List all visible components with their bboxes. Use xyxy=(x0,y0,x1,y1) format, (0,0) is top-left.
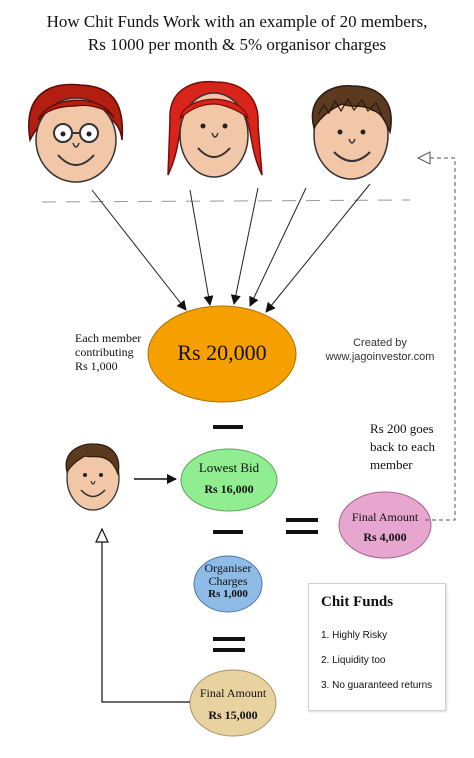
back-note-line-3: member xyxy=(370,457,413,472)
face-red-hair-woman-icon xyxy=(167,80,263,178)
legend-title: Chit Funds xyxy=(321,594,394,610)
organiser-label: Organiser Charges xyxy=(194,562,262,588)
minus-sign-2 xyxy=(213,530,243,534)
final-amount-right-ellipse xyxy=(338,491,432,559)
credit-line-2: www.jagoinvestor.com xyxy=(325,351,435,363)
pool-amount: Rs 20,000 xyxy=(177,340,267,365)
final-amount-right-value: Rs 4,000 xyxy=(363,530,407,544)
lowest-bid-label: Lowest Bid xyxy=(198,460,260,475)
organiser-charges-ellipse xyxy=(193,555,263,613)
equals-sign-2-top xyxy=(213,637,245,641)
organiser-value: Rs 1,000 xyxy=(208,588,248,600)
final-amount-bottom-value: Rs 15,000 xyxy=(208,708,258,722)
face-red-curly-glasses-icon xyxy=(28,83,124,183)
face-brown-hair-man-icon xyxy=(311,85,392,180)
equals-sign-1-top xyxy=(286,518,318,522)
final-amount-right-label: Final Amount xyxy=(351,510,419,524)
title-line-2: Rs 1000 per month & 5% organisor charges xyxy=(87,35,387,54)
organiser-line-1: Organiser xyxy=(204,561,252,575)
lowest-bid-value: Rs 16,000 xyxy=(204,482,254,496)
credit-line-1: Created by xyxy=(353,337,407,349)
face-brown-hair-winner-icon xyxy=(65,443,120,511)
legend-item-3: 3. No guaranteed returns xyxy=(321,680,433,691)
legend-item-1: 1. Highly Risky xyxy=(321,630,388,641)
equals-sign-1-bottom xyxy=(286,530,318,534)
final-amount-bottom-ellipse xyxy=(189,669,277,737)
return-dashed-arrow xyxy=(425,157,456,521)
return-arrow-head xyxy=(416,151,431,165)
credit-note: Created by www.jagoinvestor.com xyxy=(318,336,442,364)
title-line-1: How Chit Funds Work with an example of 2… xyxy=(46,12,428,31)
member-contribution-note: Each member contributing Rs 1,000 xyxy=(75,331,141,373)
legend-item-2: 2. Liquidity too xyxy=(321,655,386,666)
lowest-bid-ellipse xyxy=(180,448,278,512)
pool-ellipse xyxy=(147,305,297,403)
back-note-line-2: back to each xyxy=(370,439,435,454)
member-note-line-2: contributing xyxy=(75,345,134,359)
members-separator-line xyxy=(41,199,411,203)
chit-funds-legend: Chit Funds 1. Highly Risky 2. Liquidity … xyxy=(308,583,446,711)
back-to-member-note: Rs 200 goes back to each member xyxy=(370,420,435,474)
minus-sign-1 xyxy=(213,425,243,429)
organiser-line-2: Charges xyxy=(208,574,248,588)
member-note-line-1: Each member xyxy=(75,331,142,345)
winner-return-arrow-head xyxy=(95,527,109,543)
equals-sign-2-bottom xyxy=(213,648,245,652)
back-note-line-1: Rs 200 goes xyxy=(370,421,434,436)
winner-return-arrow xyxy=(101,540,190,703)
member-note-line-3: Rs 1,000 xyxy=(75,359,118,373)
diagram-title: How Chit Funds Work with an example of 2… xyxy=(0,10,474,56)
final-amount-bottom-label: Final Amount xyxy=(199,686,267,700)
